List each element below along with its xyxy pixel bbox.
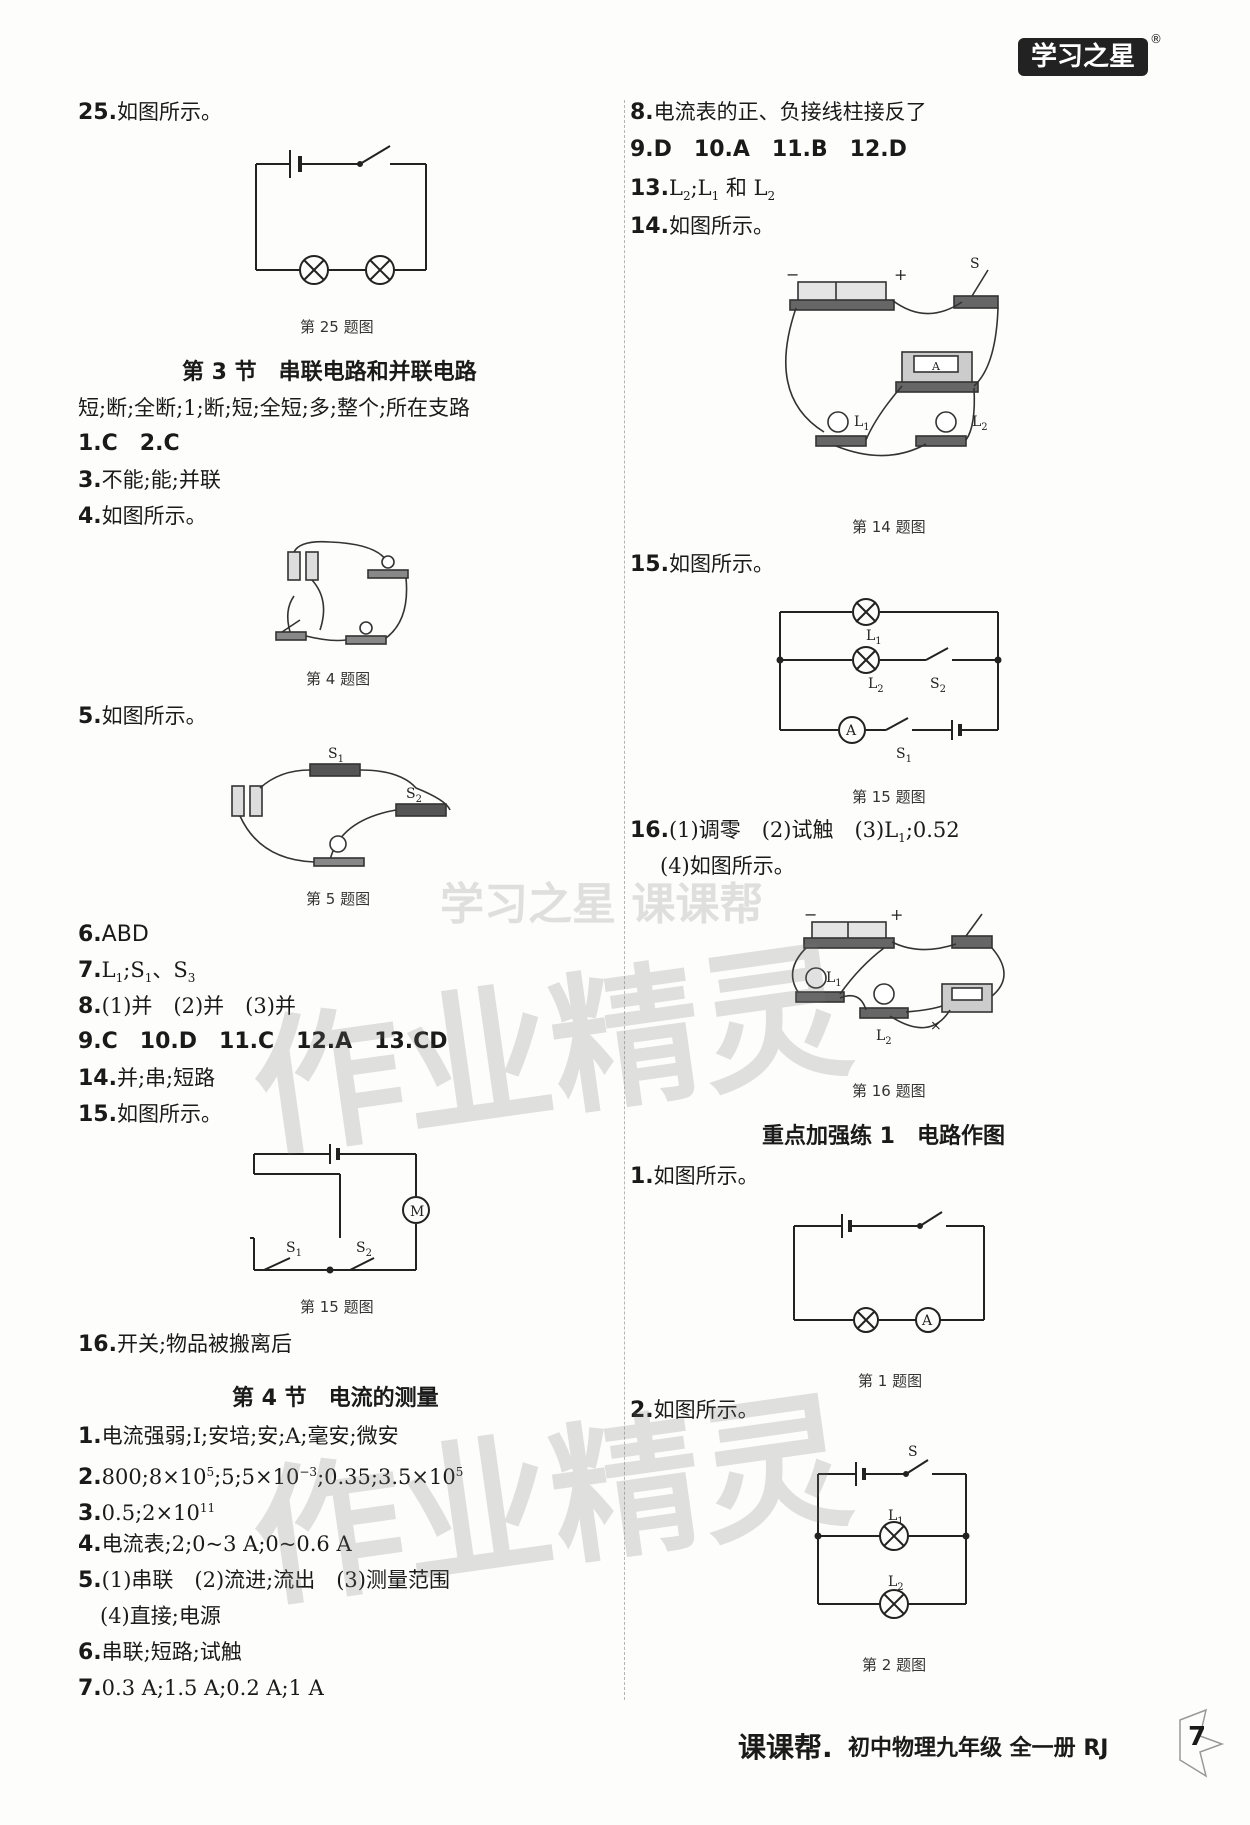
section-title: 第 3 节 串联电路和并联电路 (182, 360, 477, 385)
figure-caption: 第 15 题图 (852, 788, 926, 806)
footer-brand: 课课帮. (738, 1731, 833, 1764)
answer-b1: 1.电流强弱;I;安培;安;A;毫安;微安 (78, 1424, 399, 1449)
answer-r13: 13.L2;L1 和 L2 (630, 176, 776, 204)
figure-caption: 第 4 题图 (306, 670, 371, 688)
svg-text:A: A (845, 723, 857, 739)
answer-b5-cont: (4)直接;电源 (100, 1604, 221, 1628)
answer-b6: 6.串联;短路;试触 (78, 1640, 242, 1665)
svg-text:L1: L1 (866, 628, 882, 647)
figure-caption: 第 16 题图 (852, 1082, 926, 1100)
answer-text: 如图所示。 (116, 100, 222, 124)
answer-number: 25. (78, 100, 117, 125)
answer-b5: 5.(1)串联 (2)流进;流出 (3)测量范围 (78, 1568, 450, 1593)
svg-text:S1: S1 (286, 1240, 302, 1259)
brand-logo: 学习之星 (1018, 38, 1148, 76)
circuit-diagram-k2: S L1 L2 (814, 1444, 970, 1619)
figure-caption: 第 25 题图 (300, 318, 374, 336)
answer-16: 16.开关;物品被搬离后 (78, 1332, 293, 1357)
answer-b2: 2.800;8×105;5;5×10−3;0.35;3.5×105 (78, 1465, 464, 1490)
section-title: 重点加强练 1 电路作图 (762, 1124, 1005, 1149)
svg-text:S1: S1 (896, 746, 912, 764)
svg-text:+: + (894, 265, 907, 284)
svg-text:−: − (786, 265, 799, 284)
svg-text:L1: L1 (888, 1508, 904, 1527)
figure-caption: 第 2 题图 (862, 1656, 927, 1674)
answer-b7: 7.0.3 A;1.5 A;0.2 A;1 A (78, 1676, 324, 1701)
answer-k1: 1.如图所示。 (630, 1164, 759, 1189)
svg-text:×: × (930, 1018, 942, 1034)
answer-6: 6.ABD (78, 922, 149, 947)
svg-text:−: − (804, 906, 817, 924)
svg-text:S2: S2 (930, 676, 946, 695)
answer-3: 3.不能;能;并联 (78, 468, 221, 493)
section-title: 第 4 节 电流的测量 (232, 1386, 439, 1411)
answer-b3: 3.0.5;2×1011 (78, 1501, 216, 1526)
footer-title: 初中物理九年级 全一册 RJ (848, 1736, 1109, 1761)
circuit-diagram-k1: A (793, 1211, 985, 1333)
answer-r14: 14.如图所示。 (630, 214, 774, 239)
watermark-logo: 学习之星 课课帮 (440, 879, 764, 930)
svg-text:S2: S2 (356, 1240, 372, 1259)
answer-7: 7.L1;S1、S3 (78, 958, 196, 986)
answer-b4: 4.电流表;2;0~3 A;0~0.6 A (78, 1532, 352, 1557)
registered-mark: ® (1150, 32, 1162, 46)
svg-text:+: + (890, 906, 903, 924)
circuit-picture-14: − + S A L1 L2 (785, 256, 999, 457)
answer-14: 14.并;串;短路 (78, 1066, 216, 1091)
column-divider (624, 100, 625, 1700)
circuit-picture-4 (275, 540, 409, 645)
svg-text:A: A (921, 1313, 933, 1329)
answer-4: 4.如图所示。 (78, 504, 207, 529)
circuit-picture-16: − + L1 L2 × (791, 906, 1005, 1047)
answer-r8: 8.电流表的正、负接线柱接反了 (630, 100, 927, 125)
star-icon (1179, 1708, 1225, 1778)
figure-caption: 第 14 题图 (852, 518, 926, 536)
figure-caption: 第 1 题图 (858, 1372, 923, 1390)
answer-text: 短;断;全断;1;断;短;全短;多;整个;所在支路 (78, 396, 471, 420)
svg-text:S: S (970, 256, 980, 272)
circuit-diagram-15-right: A L1 L2 S2 S1 (776, 598, 1002, 764)
circuit-picture-5: S1 S2 (231, 746, 451, 867)
answer-5: 5.如图所示。 (78, 704, 207, 729)
circuit-diagram-15-left: M S1 S2 (250, 1144, 430, 1274)
figure-caption: 第 15 题图 (300, 1298, 374, 1316)
answer-r16: 16.(1)调零 (2)试触 (3)L1;0.52 (630, 818, 960, 846)
svg-text:L2: L2 (868, 676, 884, 695)
svg-text:S: S (908, 1444, 918, 1460)
answer-15: 15.如图所示。 (78, 1102, 222, 1127)
circuit-diagram-25 (255, 145, 427, 285)
answer-9-13: 9.C 10.D 11.C 12.A 13.CD (78, 1029, 448, 1054)
svg-text:S1: S1 (328, 746, 344, 765)
answer-25: 25.如图所示。 (78, 98, 222, 127)
answer-r9-12: 9.D 10.A 11.B 12.D (630, 137, 907, 162)
answer-r15: 15.如图所示。 (630, 552, 774, 577)
svg-text:M: M (410, 1204, 424, 1220)
page-number: 7 (1188, 1722, 1207, 1752)
svg-text:L2: L2 (972, 414, 988, 433)
svg-text:L2: L2 (876, 1028, 892, 1047)
figure-caption: 第 5 题图 (306, 890, 371, 908)
answer-r16-cont: (4)如图所示。 (660, 854, 795, 878)
svg-text:L1: L1 (854, 414, 870, 433)
answer-1-2: 1.C 2.C (78, 431, 180, 456)
svg-text:A: A (931, 360, 941, 373)
answer-k2: 2.如图所示。 (630, 1398, 759, 1423)
answer-8: 8.(1)并 (2)并 (3)并 (78, 994, 296, 1019)
